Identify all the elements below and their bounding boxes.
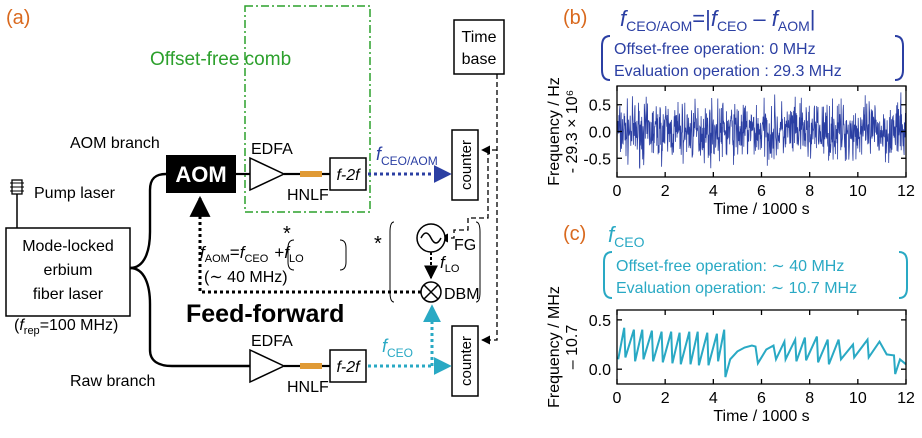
x-tick-label: 4 bbox=[709, 390, 718, 407]
offset-free-region bbox=[244, 5, 371, 213]
x-tick-label: 0 bbox=[613, 390, 622, 407]
bracket-right bbox=[339, 239, 347, 271]
fg-label: FG bbox=[454, 237, 476, 254]
fiber-to-aom bbox=[129, 172, 167, 270]
y-axis-label-2: - 29.3 × 10⁶ bbox=[564, 90, 581, 174]
y-tick-label: 0.5 bbox=[589, 98, 611, 115]
x-tick-label: 6 bbox=[757, 183, 766, 200]
laser-label-2: erbium bbox=[44, 262, 93, 279]
y-tick-label: -0.5 bbox=[583, 151, 611, 168]
time-base-label-1: Time bbox=[462, 29, 497, 46]
edfa-triangle-top bbox=[249, 156, 286, 192]
x-tick-label: 2 bbox=[661, 390, 670, 407]
aom-label: AOM bbox=[175, 162, 226, 187]
edfa-label-top: EDFA bbox=[251, 141, 293, 158]
panel-c-title: fCEO bbox=[608, 222, 645, 250]
panel-label-a: (a) bbox=[6, 7, 30, 29]
data-series-line bbox=[616, 92, 907, 169]
edfa-label-bottom: EDFA bbox=[251, 333, 293, 350]
asterisk-left: * bbox=[283, 223, 291, 245]
hnlf-label-top: HNLF bbox=[287, 187, 329, 204]
x-tick-label: 8 bbox=[805, 390, 814, 407]
feed-forward-path bbox=[189, 195, 421, 294]
x-axis-label: Time / 1000 s bbox=[713, 408, 809, 425]
y-tick-label: 0.5 bbox=[589, 313, 611, 330]
time-base-box bbox=[453, 19, 505, 75]
fg-bracket-right bbox=[475, 221, 481, 303]
edfa-triangle-bottom bbox=[249, 348, 286, 384]
panel-c-box-left bbox=[603, 251, 613, 299]
time-base-label-2: base bbox=[462, 51, 497, 68]
faom-approx: (∼ 40 MHz) bbox=[204, 269, 288, 286]
dbm-label: DBM bbox=[444, 286, 480, 303]
x-tick-label: 12 bbox=[897, 390, 915, 407]
y-tick-label: 0.0 bbox=[589, 362, 611, 379]
panel-b-title: fCEO/AOM=|fCEO – fAOM| bbox=[620, 6, 815, 34]
panel-c-box-right bbox=[898, 251, 908, 299]
x-tick-label: 4 bbox=[709, 183, 718, 200]
aom-block bbox=[166, 155, 236, 193]
data-series-line bbox=[617, 327, 907, 378]
panel-c-box-line-1: Offset-free operation: ∼ 40 MHz bbox=[616, 258, 844, 275]
counter-bottom-label: counter bbox=[458, 336, 475, 386]
y-axis-label-2: – 10.7 bbox=[564, 325, 581, 370]
x-tick-label: 12 bbox=[897, 183, 915, 200]
time-base-to-fg bbox=[439, 150, 489, 243]
laser-label-1: Mode-locked bbox=[22, 238, 114, 255]
x-axis-label: Time / 1000 s bbox=[713, 201, 809, 218]
fg-bracket-left bbox=[389, 221, 395, 303]
bracket-left bbox=[287, 239, 295, 271]
offset-free-title: Offset-free comb bbox=[150, 49, 291, 70]
hnlf-fiber-top bbox=[300, 171, 322, 177]
panel-b-box-line-1: Offset-free operation: 0 MHz bbox=[614, 41, 816, 58]
x-tick-label: 6 bbox=[757, 390, 766, 407]
panel-c-box-line-2: Evaluation operation: ∼ 10.7 MHz bbox=[616, 280, 857, 297]
mode-locked-laser-box bbox=[5, 227, 131, 317]
aom-branch-label: AOM branch bbox=[70, 135, 160, 152]
flo-label: fLO bbox=[440, 253, 460, 275]
asterisk-right: * bbox=[374, 233, 382, 255]
pump-laser-label: Pump laser bbox=[34, 185, 116, 202]
frep-label: (frep=100 MHz) bbox=[14, 317, 118, 337]
faom-equation: fAOM=fCEO+fLO bbox=[200, 243, 304, 265]
panel-label-b: (b) bbox=[563, 7, 587, 29]
x-tick-label: 10 bbox=[849, 183, 867, 200]
x-tick-label: 8 bbox=[805, 183, 814, 200]
raw-branch-label: Raw branch bbox=[70, 373, 155, 390]
x-tick-label: 10 bbox=[849, 390, 867, 407]
hnlf-fiber-bottom bbox=[300, 363, 322, 369]
fiber-raw-branch bbox=[129, 266, 250, 368]
counter-bottom bbox=[451, 325, 479, 397]
x-tick-label: 2 bbox=[661, 183, 670, 200]
laser-label-3: fiber laser bbox=[33, 286, 104, 303]
panel-b-box-right bbox=[894, 35, 904, 81]
f2f-label-bottom: f-2f bbox=[336, 359, 361, 376]
fceo-aom-label: fCEO/AOM bbox=[376, 144, 438, 168]
f2f-label-top: f-2f bbox=[336, 167, 361, 184]
counter-top bbox=[451, 129, 479, 201]
time-base-to-counter-bottom bbox=[481, 74, 498, 345]
f2f-box-top bbox=[329, 157, 367, 191]
panel-b-box-left bbox=[601, 35, 611, 81]
fceo-label: fCEO bbox=[382, 336, 413, 360]
x-tick-label: 0 bbox=[613, 183, 622, 200]
counter-top-label: counter bbox=[458, 140, 475, 190]
f2f-box-bottom bbox=[329, 349, 367, 383]
feed-forward-label: Feed-forward bbox=[186, 300, 344, 328]
panel-label-c: (c) bbox=[563, 223, 586, 245]
y-axis-label-1: Frequency / Hz bbox=[546, 77, 563, 185]
panel-b-box-line-2: Evaluation operation : 29.3 MHz bbox=[614, 63, 842, 80]
y-axis-label-1: Frequency / MHz bbox=[546, 286, 563, 408]
hnlf-label-bottom: HNLF bbox=[287, 379, 329, 396]
y-tick-label: 0.0 bbox=[589, 125, 611, 142]
